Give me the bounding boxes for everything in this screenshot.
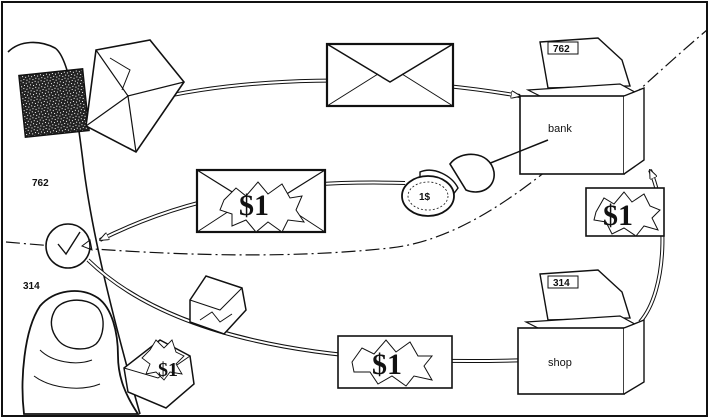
shop-label: shop [548,357,572,369]
note-torn-value: $1 [158,359,178,381]
encrypted-card [18,68,90,138]
folder-icon [519,37,645,175]
note-right-value: $1 [603,199,633,232]
note-top-value: $1 [239,189,269,222]
note-bottom-value: $1 [372,348,402,381]
folder-icon [517,269,645,395]
envelope-icon [189,275,247,335]
envelope-icon [195,168,327,234]
bank-label: bank [548,123,572,135]
envelope-icon [85,39,185,154]
thumb-icon [21,290,140,415]
shop-tab-label: 314 [553,278,570,289]
card-outline [7,41,141,415]
stamp-icon [401,139,549,217]
stamp-label: 1$ [419,192,431,203]
banknote [585,187,665,237]
serial-top-label: 762 [32,178,49,189]
bank-tab-label: 762 [553,44,570,55]
envelope-icon [123,339,195,409]
clock-icon [45,223,93,269]
envelope-icon [325,42,455,108]
banknote [337,335,453,389]
serial-bottom-label: 314 [23,281,40,292]
divider-line [5,29,708,256]
